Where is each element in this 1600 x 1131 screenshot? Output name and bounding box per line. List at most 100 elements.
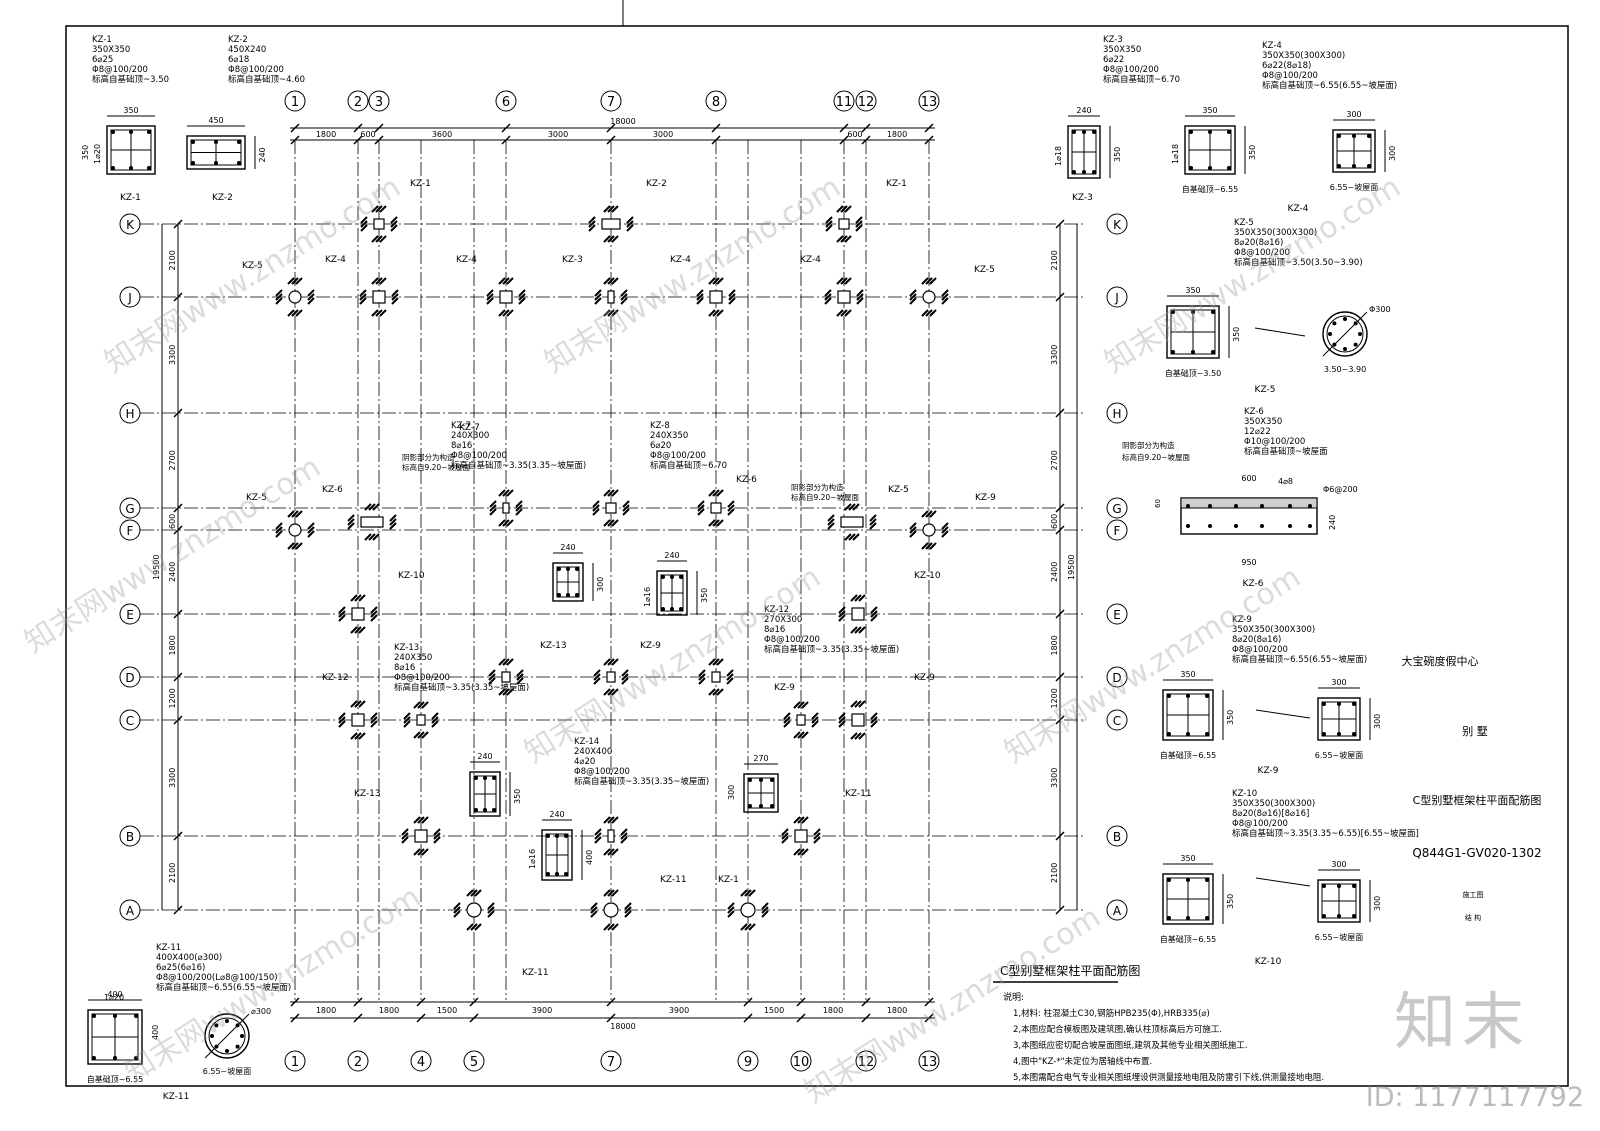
row-letter: K — [126, 218, 135, 232]
column-spec: KZ-4 — [1262, 41, 1282, 51]
leader — [1254, 327, 1306, 337]
rebar-tick — [716, 309, 724, 317]
rebar-tick — [708, 519, 716, 527]
rebar-dot — [1234, 524, 1238, 528]
rebar-tick — [413, 816, 421, 824]
rebar-dot — [1337, 732, 1341, 736]
column-spec: 4⌀20 — [574, 757, 595, 767]
column-label: KZ-4 — [800, 255, 821, 265]
rebar-tick — [941, 526, 949, 534]
rebar-tick — [716, 277, 724, 285]
rebar-tick — [391, 289, 399, 297]
rebar-tick — [307, 289, 315, 297]
brand-logo: 知末 — [1393, 985, 1530, 1058]
rebar-tick — [421, 848, 429, 856]
column-spec: KZ-6 — [1244, 407, 1264, 417]
column-label: KZ-6 — [736, 475, 757, 485]
section-caption: 3.50~3.90 — [1324, 365, 1366, 374]
rebar-tick — [350, 594, 358, 602]
shade-note: 标高自9.20~坡屋面 — [791, 492, 859, 502]
tick — [606, 123, 616, 133]
rebar-tick — [401, 832, 409, 840]
rebar-tick — [838, 606, 846, 614]
tick — [606, 997, 616, 1007]
rebar-tick — [697, 508, 705, 516]
rebar-tick — [498, 309, 506, 317]
axis-bubble — [284, 1050, 306, 1072]
column-mark — [605, 502, 617, 514]
axis-bubble — [284, 90, 306, 112]
row-bubble — [1106, 709, 1128, 731]
rebar-tick — [836, 205, 844, 213]
rebar-tick — [825, 224, 833, 232]
rebar-dot — [492, 808, 496, 812]
dimension-text: 2100 — [168, 863, 177, 883]
rebar-tick — [870, 610, 878, 618]
dimension-text: 2400 — [168, 562, 177, 582]
rebar-dot — [557, 567, 561, 571]
row-bubble — [1106, 402, 1128, 424]
rebar-tick — [838, 712, 846, 720]
tick — [173, 292, 183, 302]
rebar-tick — [728, 289, 736, 297]
rebar-tick — [727, 504, 735, 512]
column-spec: KZ-2 — [228, 35, 248, 45]
axis-number: 3 — [375, 95, 383, 110]
column-mark — [607, 829, 615, 843]
rebar-tick — [844, 205, 852, 213]
column-spec: Φ8@100/200 — [1262, 71, 1318, 81]
rebar-dot — [129, 130, 133, 134]
rebar-tick — [593, 677, 601, 685]
rebar-tick — [375, 205, 383, 213]
spiral-stirrup — [1326, 315, 1364, 353]
rebar-tick — [431, 720, 439, 728]
rebar-tick — [748, 923, 756, 931]
section-outline — [1317, 879, 1361, 923]
rebar-tick — [611, 519, 619, 527]
dimension-text: 3900 — [532, 1006, 552, 1015]
rebar-dot — [214, 161, 218, 165]
column-spec: Φ8@100/200 — [228, 65, 284, 75]
rebar-dot — [191, 161, 195, 165]
dimension-text: 350 — [1180, 854, 1195, 863]
section-outline — [1166, 305, 1220, 359]
rebar-tick — [783, 720, 791, 728]
rebar-dot — [1082, 130, 1086, 134]
rebar-tick — [813, 828, 821, 836]
column-label: KZ-5 — [974, 265, 995, 275]
rebar-dot — [566, 593, 570, 597]
rebar-tick — [487, 910, 495, 918]
rebar-dot — [1343, 347, 1347, 351]
column-spec: KZ-7 — [451, 421, 471, 431]
row-bubble — [1106, 519, 1128, 541]
rebar-tick — [712, 658, 720, 666]
rebar-tick — [506, 688, 514, 696]
rebar-dot — [1332, 321, 1337, 326]
rebar-tick — [740, 889, 748, 897]
rebar-tick — [594, 289, 602, 297]
section-caption: 6.55~坡屋面 — [1330, 182, 1379, 192]
rebar-tick — [588, 220, 596, 228]
rebar-dot — [1092, 130, 1096, 134]
rebar-tick — [354, 700, 362, 708]
rebar-tick — [417, 701, 425, 709]
rebar-tick — [611, 309, 619, 317]
rebar-tick — [621, 677, 629, 685]
dimension-text: 600 — [168, 514, 177, 529]
rebar-dot — [210, 1034, 214, 1038]
rebar-tick — [797, 816, 805, 824]
tick — [606, 1013, 616, 1023]
section-title: KZ-4 — [1288, 204, 1309, 214]
column-mark — [360, 516, 384, 528]
column-spec: Φ8@100/200 — [92, 65, 148, 75]
rebar-tick — [929, 277, 937, 285]
section-outline — [552, 562, 584, 602]
rebar-tick — [370, 614, 378, 622]
rebar-tick — [390, 224, 398, 232]
dimension-text: 600 — [847, 130, 862, 139]
column-mark — [372, 290, 386, 304]
rebar-dot — [483, 776, 487, 780]
rebar-tick — [371, 277, 379, 285]
rebar-tick — [421, 816, 429, 824]
dimension-text: 1⌀18 — [1054, 146, 1063, 166]
